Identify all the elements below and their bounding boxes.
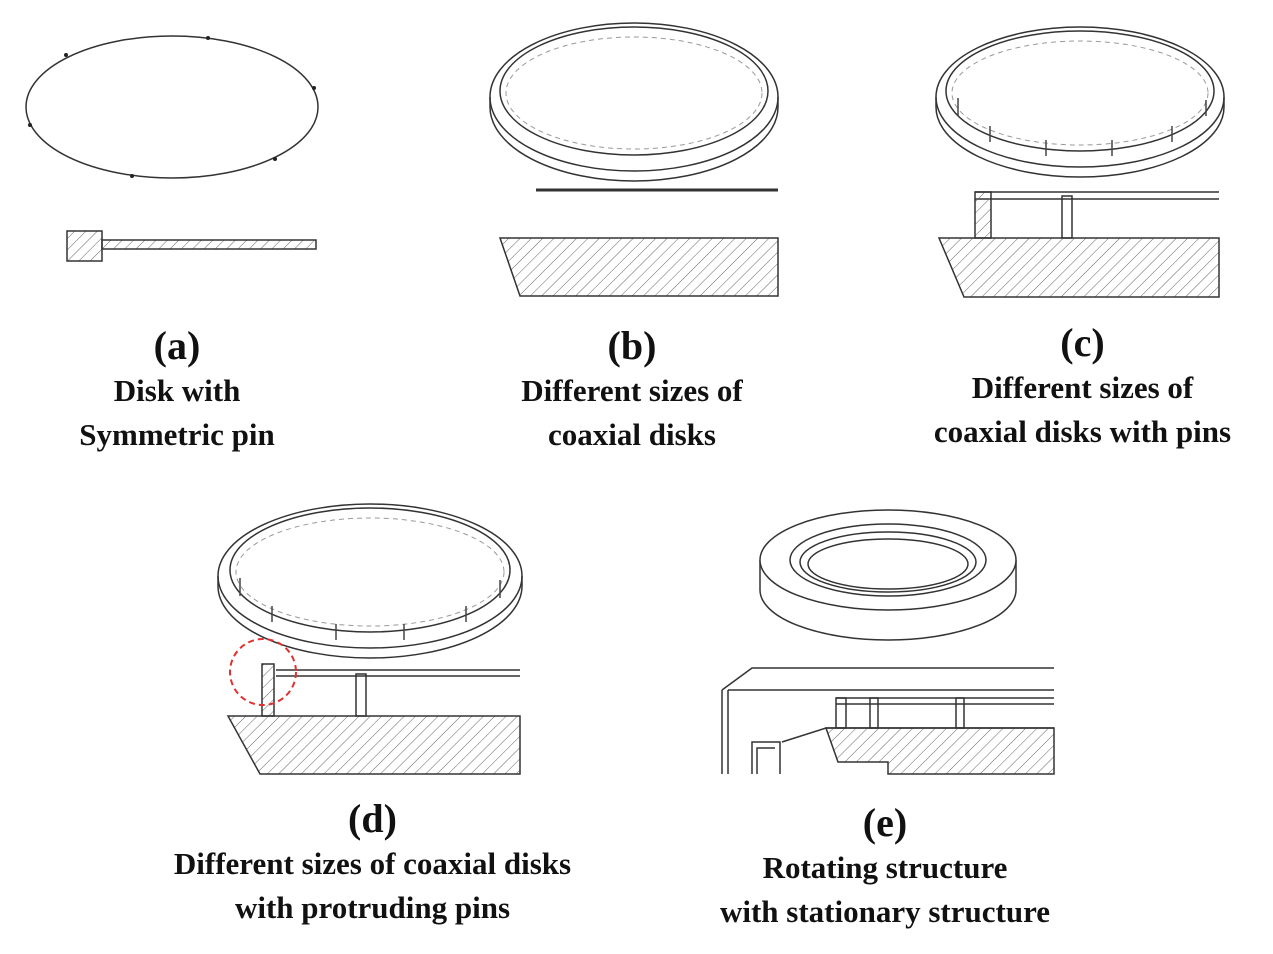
caption-b-line1: Different sizes of	[521, 373, 743, 408]
label-c: (c)	[1060, 320, 1105, 365]
caption-d-line1: Different sizes of coaxial disks	[173, 846, 572, 881]
stationary-housing	[721, 667, 1054, 774]
base-section-d	[226, 715, 521, 775]
base-section-b	[498, 237, 779, 297]
panel-a-drawing	[25, 35, 319, 262]
panel-b-drawing	[489, 22, 779, 297]
caption-c-line2: coaxial disks with pins	[933, 414, 1232, 449]
highlight-circle	[229, 638, 297, 706]
label-a: (a)	[153, 323, 201, 368]
caption-e-line2: with stationary structure	[719, 894, 1051, 929]
caption-d: (d) Different sizes of coaxial disks wit…	[120, 796, 625, 930]
label-d: (d)	[348, 796, 397, 841]
panel-e-drawing	[721, 509, 1055, 775]
caption-b-line2: coaxial disks	[548, 417, 716, 452]
pin-block-a	[66, 230, 103, 262]
label-b: (b)	[607, 323, 657, 368]
caption-a-line1: Disk with	[113, 373, 241, 408]
caption-e-line1: Rotating structure	[762, 850, 1008, 885]
pins-d	[239, 578, 501, 640]
caption-b: (b) Different sizes of coaxial disks	[457, 323, 807, 457]
caption-e: (e) Rotating structure with stationary s…	[680, 800, 1090, 934]
base-section-c	[937, 237, 1220, 298]
pin-dots-a	[28, 36, 316, 178]
caption-c: (c) Different sizes of coaxial disks wit…	[895, 320, 1270, 454]
base-section-e	[824, 727, 1055, 775]
caption-d-line2: with protruding pins	[234, 890, 511, 925]
caption-a-line2: Symmetric pin	[79, 417, 275, 452]
caption-c-line1: Different sizes of	[971, 370, 1194, 405]
label-e: (e)	[862, 800, 908, 845]
panel-d-drawing	[217, 503, 523, 775]
pins-c	[957, 98, 1207, 156]
disk-section-a	[101, 239, 317, 250]
panel-c-drawing	[935, 26, 1225, 298]
disk-a-outline	[25, 35, 319, 179]
caption-a: (a) Disk with Symmetric pin	[27, 323, 327, 457]
